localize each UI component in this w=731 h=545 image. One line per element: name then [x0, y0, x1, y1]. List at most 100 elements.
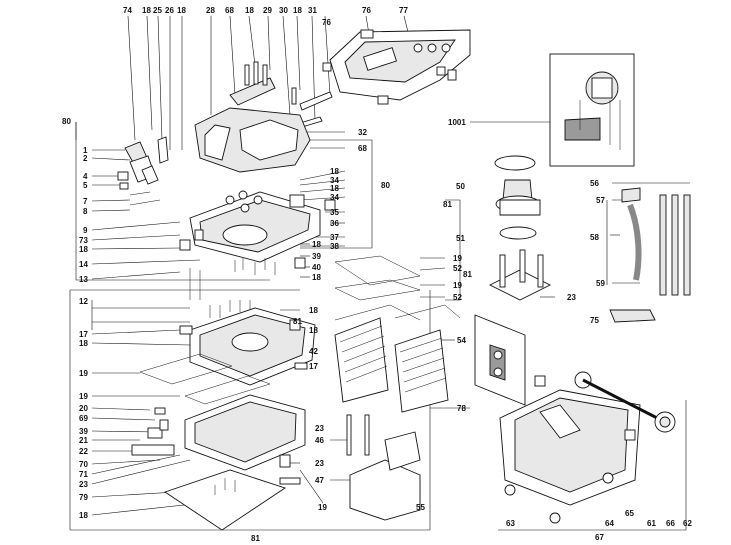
label-18: 18 — [142, 6, 151, 15]
label-34: 34 — [330, 193, 339, 202]
label-18: 18 — [309, 306, 318, 315]
top-frame-assembly — [322, 29, 471, 105]
label-25: 25 — [153, 6, 162, 15]
label-47: 47 — [315, 476, 324, 485]
dust-container — [499, 371, 676, 524]
label-58: 58 — [590, 233, 599, 242]
label-18: 18 — [309, 326, 318, 335]
label-55: 55 — [416, 503, 425, 512]
label-22: 22 — [79, 447, 88, 456]
label-19: 19 — [453, 281, 462, 290]
label-29: 29 — [263, 6, 272, 15]
label-81: 81 — [251, 534, 260, 543]
label-39: 39 — [312, 252, 321, 261]
part-number-labels: 74 18 25 26 18 28 68 18 29 30 18 31 76 7… — [62, 6, 692, 543]
label-40: 40 — [312, 263, 321, 272]
label-78: 78 — [457, 404, 466, 413]
label-74: 74 — [123, 6, 132, 15]
motor-housing-middle — [179, 307, 316, 386]
label-9: 9 — [83, 226, 88, 235]
label-62: 62 — [683, 519, 692, 528]
label-23: 23 — [79, 480, 88, 489]
switch-parts — [117, 136, 169, 206]
label-1001: 1001 — [448, 118, 466, 127]
label-79: 79 — [79, 493, 88, 502]
label-34: 34 — [330, 176, 339, 185]
label-61: 61 — [647, 519, 656, 528]
label-21: 21 — [79, 436, 88, 445]
label-46: 46 — [315, 436, 324, 445]
label-18: 18 — [245, 6, 254, 15]
label-4: 4 — [83, 172, 88, 181]
label-77: 77 — [399, 6, 408, 15]
label-23: 23 — [567, 293, 576, 302]
label-19: 19 — [318, 503, 327, 512]
label-56: 56 — [590, 179, 599, 188]
label-35: 35 — [330, 208, 339, 217]
label-18: 18 — [293, 6, 302, 15]
label-81: 81 — [463, 270, 472, 279]
motor-unit — [494, 155, 541, 240]
label-52: 52 — [453, 264, 462, 273]
label-36: 36 — [330, 219, 339, 228]
label-14: 14 — [79, 260, 88, 269]
label-64: 64 — [605, 519, 614, 528]
label-76: 76 — [322, 18, 331, 27]
label-18: 18 — [79, 511, 88, 520]
motor-stand — [488, 249, 552, 301]
label-39: 39 — [79, 427, 88, 436]
label-31: 31 — [308, 6, 317, 15]
label-18: 18 — [312, 273, 321, 282]
handle-assembly — [229, 61, 333, 128]
label-37: 37 — [330, 233, 339, 242]
label-67: 67 — [595, 533, 604, 542]
label-20: 20 — [79, 404, 88, 413]
label-18: 18 — [330, 167, 339, 176]
label-13: 13 — [79, 275, 88, 284]
gaskets — [139, 255, 421, 405]
label-8: 8 — [83, 207, 88, 216]
filter-panel — [474, 314, 526, 406]
label-59: 59 — [596, 279, 605, 288]
label-70: 70 — [79, 460, 88, 469]
label-50: 50 — [456, 182, 465, 191]
label-68: 68 — [225, 6, 234, 15]
label-81: 81 — [443, 200, 452, 209]
label-69: 69 — [79, 414, 88, 423]
label-18: 18 — [330, 184, 339, 193]
leader-lines — [69, 15, 690, 531]
motor-head-upper — [179, 190, 336, 269]
label-2: 2 — [83, 154, 88, 163]
label-63: 63 — [506, 519, 515, 528]
label-80: 80 — [381, 181, 390, 190]
label-32: 32 — [358, 128, 367, 137]
label-17: 17 — [309, 362, 318, 371]
label-52: 52 — [453, 293, 462, 302]
label-81: 81 — [293, 317, 302, 326]
label-57: 57 — [596, 196, 605, 205]
label-18: 18 — [312, 240, 321, 249]
label-18: 18 — [79, 339, 88, 348]
label-71: 71 — [79, 470, 88, 479]
detail-1001-box — [549, 53, 635, 167]
label-68: 68 — [358, 144, 367, 153]
label-65: 65 — [625, 509, 634, 518]
label-38: 38 — [330, 242, 339, 251]
screws-upper — [189, 258, 276, 318]
label-18: 18 — [177, 6, 186, 15]
label-73: 73 — [79, 236, 88, 245]
label-19: 19 — [453, 254, 462, 263]
label-30: 30 — [279, 6, 288, 15]
label-42: 42 — [309, 347, 318, 356]
label-19: 19 — [79, 392, 88, 401]
label-66: 66 — [666, 519, 675, 528]
label-80: 80 — [62, 117, 71, 126]
label-12: 12 — [79, 297, 88, 306]
hose-assembly — [609, 187, 691, 323]
label-23: 23 — [315, 459, 324, 468]
base-lower — [131, 394, 306, 531]
label-18: 18 — [79, 245, 88, 254]
cover-housing — [194, 107, 311, 173]
label-76: 76 — [362, 6, 371, 15]
